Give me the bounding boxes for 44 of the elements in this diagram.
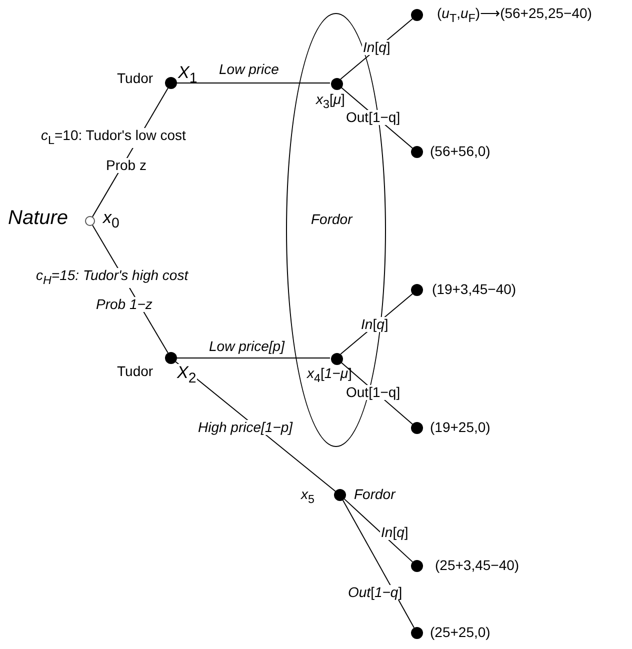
terminal-node — [411, 9, 423, 21]
node-label: Tudor — [117, 364, 154, 380]
edge-label: Low price — [218, 62, 280, 78]
terminal-node — [411, 422, 423, 434]
payoff-label: (19+3,45−40) — [432, 282, 516, 298]
probability-label: Prob 1−z — [95, 297, 154, 312]
probability-label: Prob z — [105, 158, 148, 174]
payoff-label: (19+25,0) — [430, 420, 490, 436]
edge-label: Out[1−q] — [347, 585, 404, 600]
edge-label: Out[1−q] — [345, 385, 402, 400]
edge-label: In[q] — [380, 525, 410, 540]
decision-node — [165, 77, 177, 89]
tree-branch — [344, 498, 414, 562]
terminal-node — [411, 284, 423, 296]
payoff-label: (u$_{T}$,u$_{F}$)⟶(56+25,25−40) — [437, 6, 592, 26]
node-label: Fordor — [354, 487, 396, 502]
edge-label: In[q] — [360, 317, 390, 332]
payoff-label: (25+25,0) — [430, 625, 490, 640]
edge-label: c$_{L}$=10: Tudor's low cost — [40, 128, 187, 148]
node-label: x$_{3}$[μ] — [316, 92, 345, 112]
edge-label: High price[1−p] — [197, 420, 294, 436]
node-label: x$_{0}$ — [103, 209, 120, 232]
player-label: Fordor — [311, 212, 352, 228]
node-label: x$_{4}$[1−μ] — [307, 366, 352, 386]
tree-branch — [342, 500, 415, 628]
node-label: X$_{1}$ — [178, 64, 198, 87]
decision-node — [165, 352, 177, 364]
tree-branch — [176, 82, 330, 84]
payoff-label: (56+56,0) — [430, 144, 490, 160]
terminal-node — [411, 627, 423, 639]
node-label: Nature — [8, 207, 68, 229]
chance-node — [85, 216, 95, 226]
decision-node — [334, 489, 346, 501]
decision-node — [331, 78, 343, 90]
decision-node — [331, 353, 343, 365]
edge-label: Out[1−q] — [345, 110, 402, 126]
terminal-node — [411, 560, 423, 572]
edge-label: In[q] — [362, 40, 392, 56]
edge-label: Low price[p] — [208, 339, 286, 354]
terminal-node — [411, 146, 423, 158]
node-label: Tudor — [117, 71, 154, 86]
payoff-label: (25+3,45−40) — [435, 558, 520, 574]
edge-label: c$_{H}$=15: Tudor's high cost — [35, 268, 190, 288]
node-label: x$_{5}$ — [301, 487, 314, 507]
